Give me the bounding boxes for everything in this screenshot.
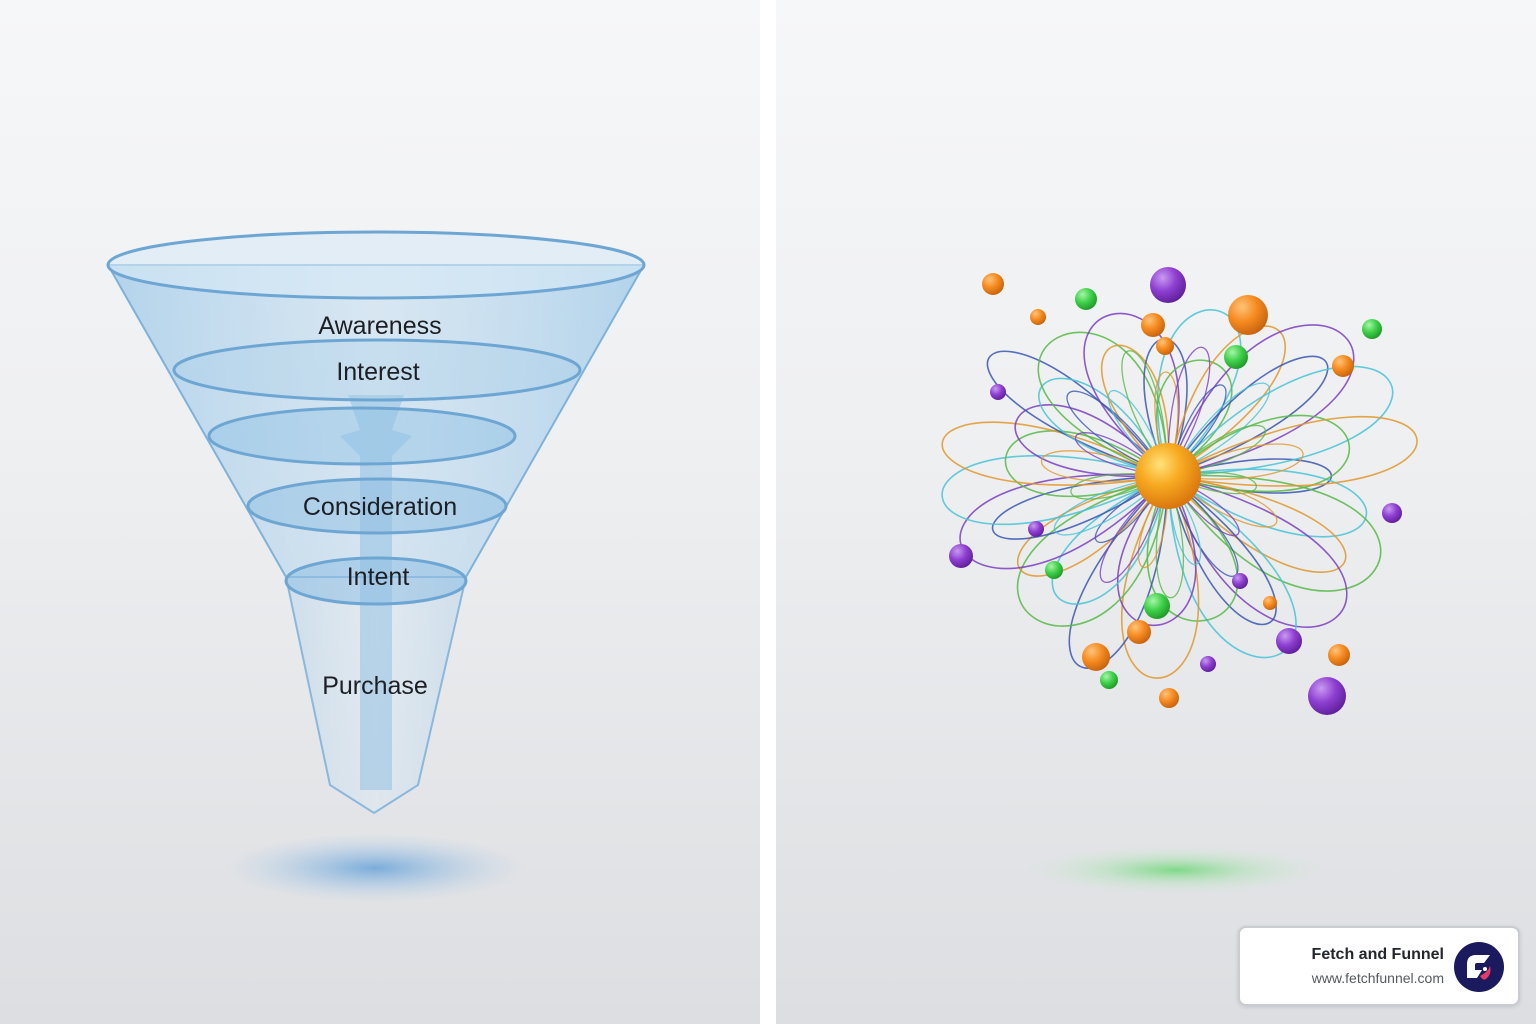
network-node — [1028, 521, 1044, 537]
network-node — [1030, 309, 1046, 325]
connection-loop — [1014, 404, 1169, 478]
connection-loop — [1167, 365, 1394, 477]
network-node — [1308, 677, 1346, 715]
network-node — [1200, 656, 1216, 672]
central-hub-node — [1135, 443, 1201, 509]
funnel-ring-intent — [284, 556, 468, 606]
connection-loop — [1167, 325, 1286, 477]
network-node — [1082, 643, 1110, 671]
connection-loop — [1167, 382, 1271, 477]
connection-loop — [1053, 475, 1169, 536]
connection-loop — [1167, 475, 1297, 659]
connection-loop — [1167, 416, 1418, 487]
connection-loops — [941, 309, 1418, 679]
network-node — [1382, 503, 1402, 523]
network-node — [1100, 671, 1118, 689]
network-node — [982, 273, 1004, 295]
marketing-funnel-illustration: Awareness Interest Consideration Intent … — [106, 230, 646, 902]
connection-loop — [1137, 475, 1169, 569]
connection-loop — [1167, 475, 1240, 537]
connection-loop — [1154, 371, 1179, 477]
connection-loop — [1167, 468, 1368, 538]
funnel-ring-empty — [207, 406, 517, 466]
connection-loop — [1107, 389, 1169, 477]
network-node — [1332, 355, 1354, 377]
network-node — [1127, 620, 1151, 644]
network-node — [1150, 267, 1186, 303]
network-node — [1075, 288, 1097, 310]
funnel-shadow — [225, 834, 525, 902]
connection-loop — [1167, 475, 1348, 628]
network-panel — [776, 0, 1536, 1024]
connection-loop — [1120, 475, 1200, 679]
network-node — [1276, 628, 1302, 654]
network-nodes — [949, 267, 1402, 715]
stage-label-consideration: Consideration — [303, 493, 457, 521]
connection-loop — [1167, 475, 1278, 528]
connection-loop — [991, 475, 1169, 540]
connection-loop — [1068, 475, 1169, 669]
connection-loop — [1070, 473, 1169, 500]
connection-loop — [1074, 432, 1169, 477]
network-node — [1328, 644, 1350, 666]
customer-journey-network-illustration — [941, 267, 1418, 894]
stage-label-intent: Intent — [347, 563, 410, 591]
connection-loop — [1066, 390, 1169, 477]
stage-label-interest: Interest — [336, 358, 419, 386]
fetch-funnel-logo-icon — [1454, 942, 1504, 992]
network-node — [1362, 319, 1382, 339]
connection-loop — [1167, 384, 1227, 477]
network-node — [1141, 313, 1165, 337]
stage-label-purchase: Purchase — [322, 672, 428, 700]
connection-loop — [1051, 475, 1169, 605]
connection-loop — [1083, 312, 1180, 477]
connection-loop — [1099, 475, 1169, 583]
funnel-ring-consideration — [246, 477, 508, 535]
connection-loop — [1167, 471, 1258, 495]
network-shadow — [1026, 846, 1326, 894]
connection-loop — [1167, 355, 1329, 477]
brand-url[interactable]: www.fetchfunnel.com — [1311, 970, 1444, 986]
brand-name: Fetch and Funnel — [1311, 946, 1444, 963]
connection-loop — [1040, 450, 1169, 482]
funnel-panel: Awareness Interest Consideration Intent … — [0, 0, 760, 1024]
connection-loop — [1167, 346, 1211, 477]
connection-loop — [1121, 350, 1169, 477]
network-node — [1263, 596, 1277, 610]
connection-loop — [1094, 475, 1169, 544]
funnel-rim — [106, 230, 646, 300]
network-node — [949, 544, 973, 568]
connection-loop — [1167, 324, 1355, 477]
panel-divider — [760, 0, 776, 1024]
connection-loop — [1167, 443, 1304, 480]
network-node — [1159, 688, 1179, 708]
network-node — [1232, 573, 1248, 589]
connection-loop — [1004, 430, 1169, 498]
connection-loop — [1167, 424, 1266, 477]
network-node — [1224, 345, 1248, 369]
network-node — [1228, 295, 1268, 335]
network-node — [1045, 561, 1063, 579]
connection-loop — [1167, 475, 1202, 566]
connection-loop — [1037, 331, 1169, 477]
connection-loop — [1146, 475, 1239, 622]
connection-loop — [1016, 475, 1169, 627]
brand-card[interactable]: Fetch and Funnel www.fetchfunnel.com — [1238, 926, 1520, 1006]
connection-loop — [1155, 475, 1184, 599]
network-node — [1156, 337, 1174, 355]
network-node — [990, 384, 1006, 400]
funnel-ring-interest — [172, 338, 582, 402]
network-node — [1144, 593, 1170, 619]
stage-label-awareness: Awareness — [318, 312, 441, 340]
connection-loop — [1038, 377, 1169, 477]
connection-loop — [1116, 475, 1197, 627]
